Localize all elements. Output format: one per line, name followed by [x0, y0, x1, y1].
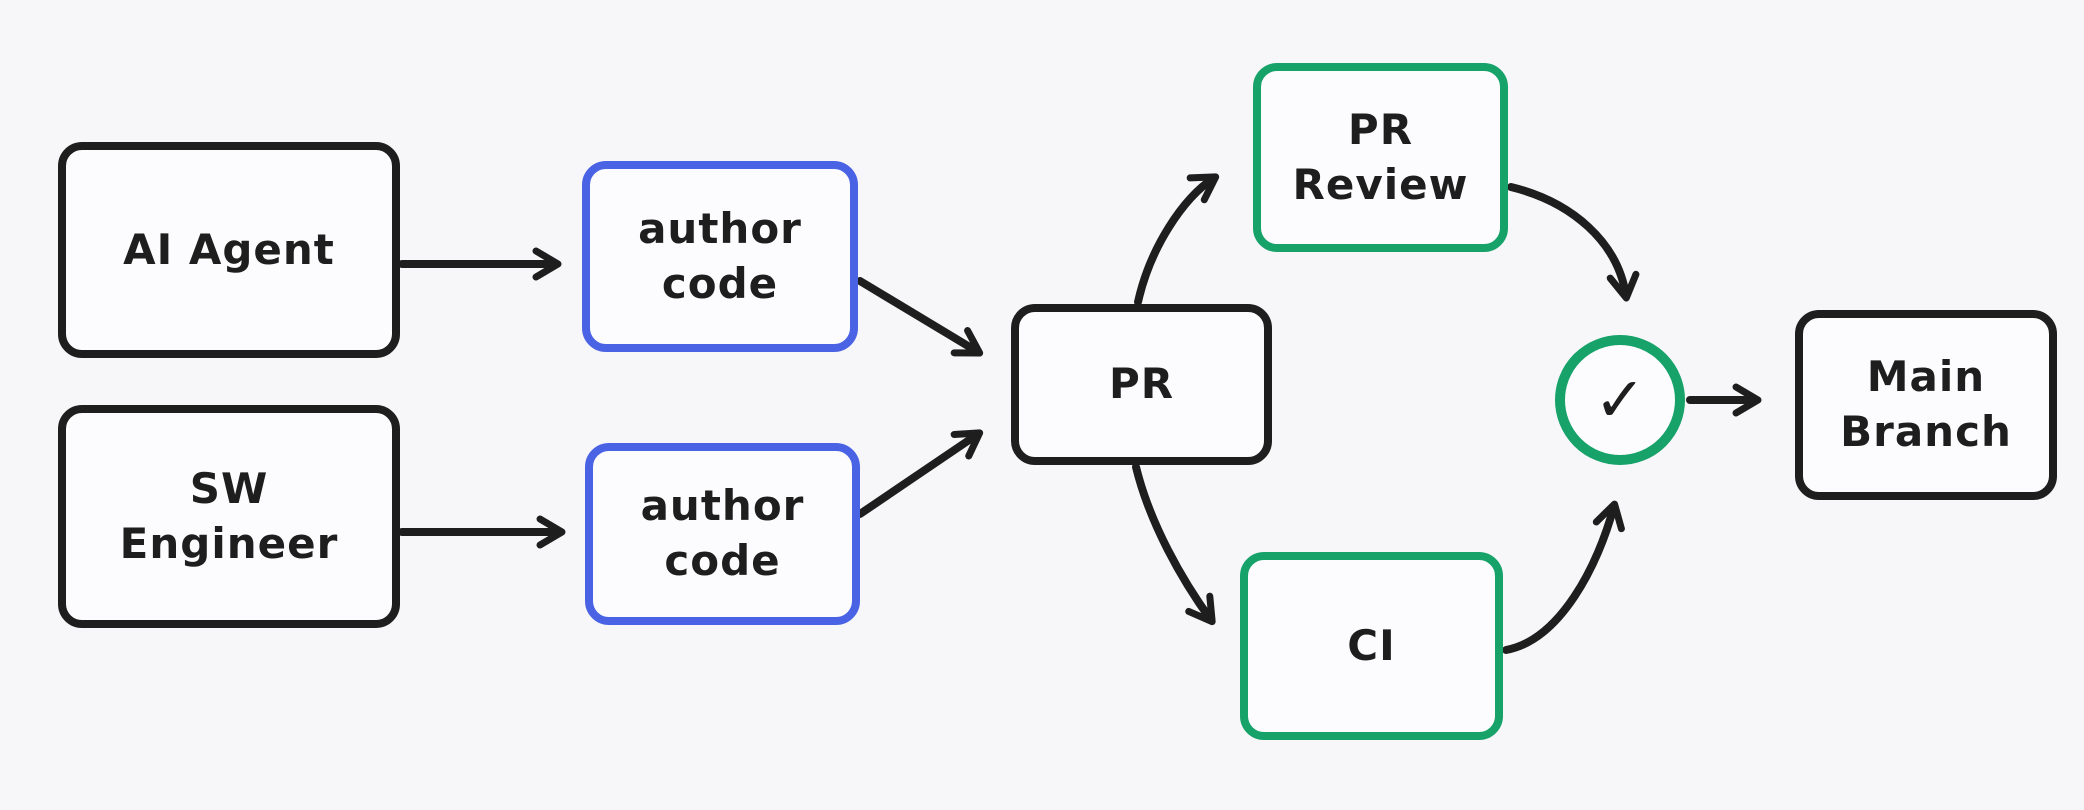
node-sw-engineer-label: SW Engineer	[119, 463, 339, 568]
node-approved-check: ✓	[1555, 335, 1685, 465]
node-pr: PR	[1011, 304, 1272, 465]
edge-pr-to-ci	[1132, 463, 1216, 626]
edge-pr-review-to-check	[1507, 183, 1640, 302]
node-ai-agent: AI Agent	[58, 142, 400, 358]
node-main-branch: Main Branch	[1795, 310, 2057, 500]
node-author-code-bottom-label: author code	[640, 481, 805, 585]
check-icon: ✓	[1594, 363, 1646, 436]
node-pr-review: PR Review	[1253, 63, 1508, 252]
node-pr-label: PR	[1108, 359, 1175, 409]
edge-pr-to-pr-review	[1134, 173, 1220, 306]
node-ci-label: CI	[1347, 620, 1396, 670]
node-pr-review-label: PR Review	[1292, 104, 1469, 209]
node-main-branch-label: Main Branch	[1840, 352, 2012, 456]
node-sw-engineer: SW Engineer	[58, 405, 400, 628]
node-author-code-top-label: author code	[638, 203, 802, 308]
edge-ci-to-check	[1502, 500, 1625, 654]
node-author-code-bottom: author code	[585, 443, 860, 625]
node-ai-agent-label: AI Agent	[123, 224, 335, 274]
edge-author-code-top-to-pr	[856, 277, 984, 357]
node-ci: CI	[1240, 552, 1503, 740]
edge-author-code-bottom-to-pr	[856, 429, 984, 518]
node-author-code-top: author code	[582, 161, 858, 352]
